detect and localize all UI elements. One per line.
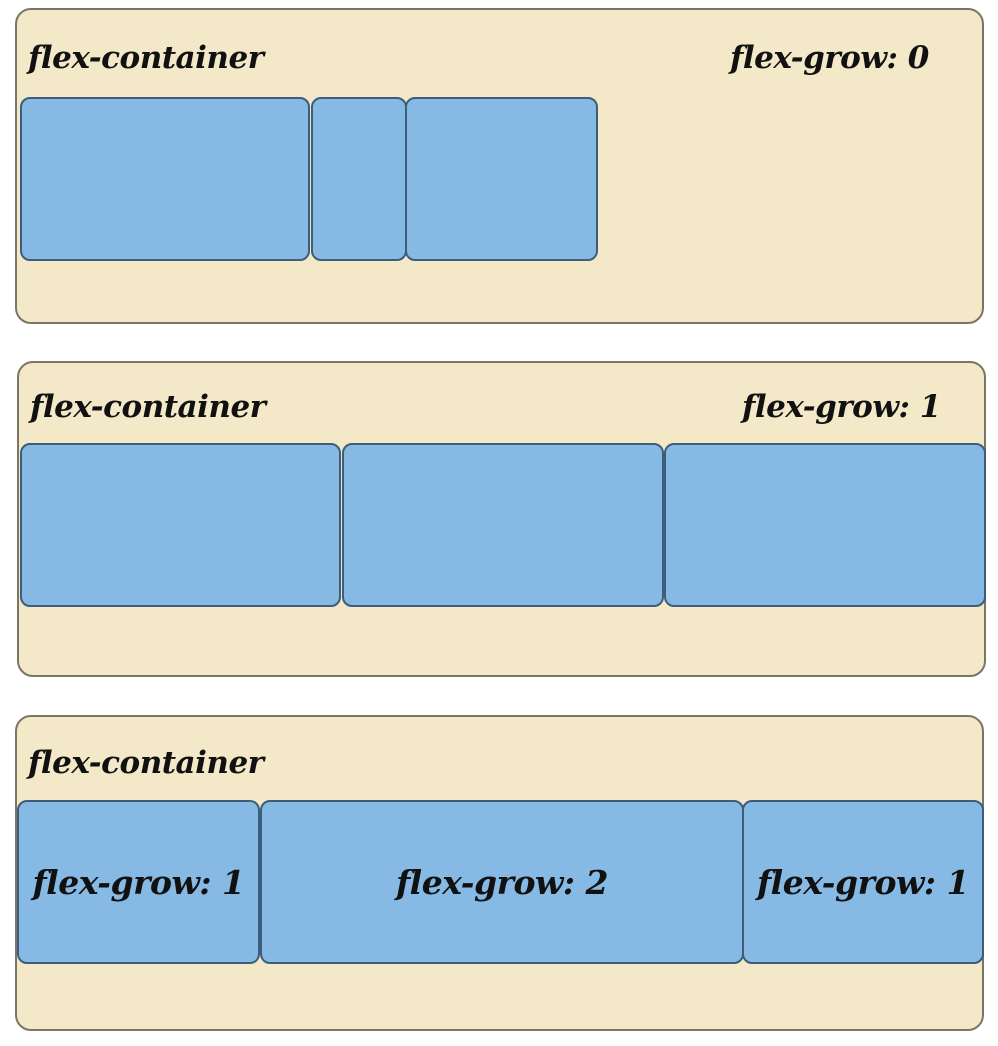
container-label: flex-container (30, 389, 266, 425)
grow-label: flex-grow: 1 (742, 389, 941, 425)
flex-item (405, 97, 598, 261)
container-label: flex-container (28, 40, 264, 76)
flex-item (342, 443, 664, 607)
flex-item-grow-1: flex-grow: 1 (742, 800, 984, 964)
flex-item-label: flex-grow: 1 (32, 862, 245, 902)
flex-item-label: flex-grow: 2 (395, 862, 609, 902)
flex-item-grow-2: flex-grow: 2 (260, 800, 744, 964)
flex-item (311, 97, 407, 261)
container-label: flex-container (28, 745, 264, 781)
grow-label: flex-grow: 0 (730, 40, 929, 76)
flex-item-grow-1: flex-grow: 1 (17, 800, 260, 964)
flex-item (20, 97, 310, 261)
flex-item (664, 443, 986, 607)
flex-item-label: flex-grow: 1 (756, 862, 970, 902)
flex-item (20, 443, 341, 607)
